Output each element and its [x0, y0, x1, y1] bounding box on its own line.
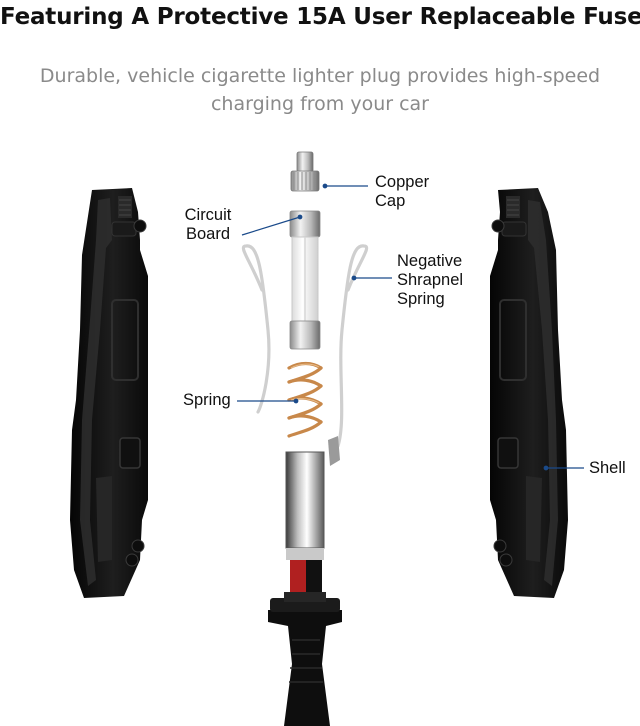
label-negative-spring: Negative Shrapnel Spring	[397, 252, 463, 309]
cable-strain-relief	[268, 592, 342, 726]
metal-tube-part	[286, 436, 340, 592]
copper-spring-part	[289, 364, 321, 437]
copper-cap-part	[291, 152, 319, 191]
label-shell: Shell	[589, 459, 626, 478]
right-shell-half	[490, 188, 568, 598]
label-copper-cap: Copper Cap	[375, 173, 429, 211]
label-circuit-board: Circuit Board	[178, 206, 238, 244]
label-spring: Spring	[183, 391, 231, 410]
left-shell-half	[70, 188, 148, 598]
glass-fuse-part	[290, 211, 320, 349]
